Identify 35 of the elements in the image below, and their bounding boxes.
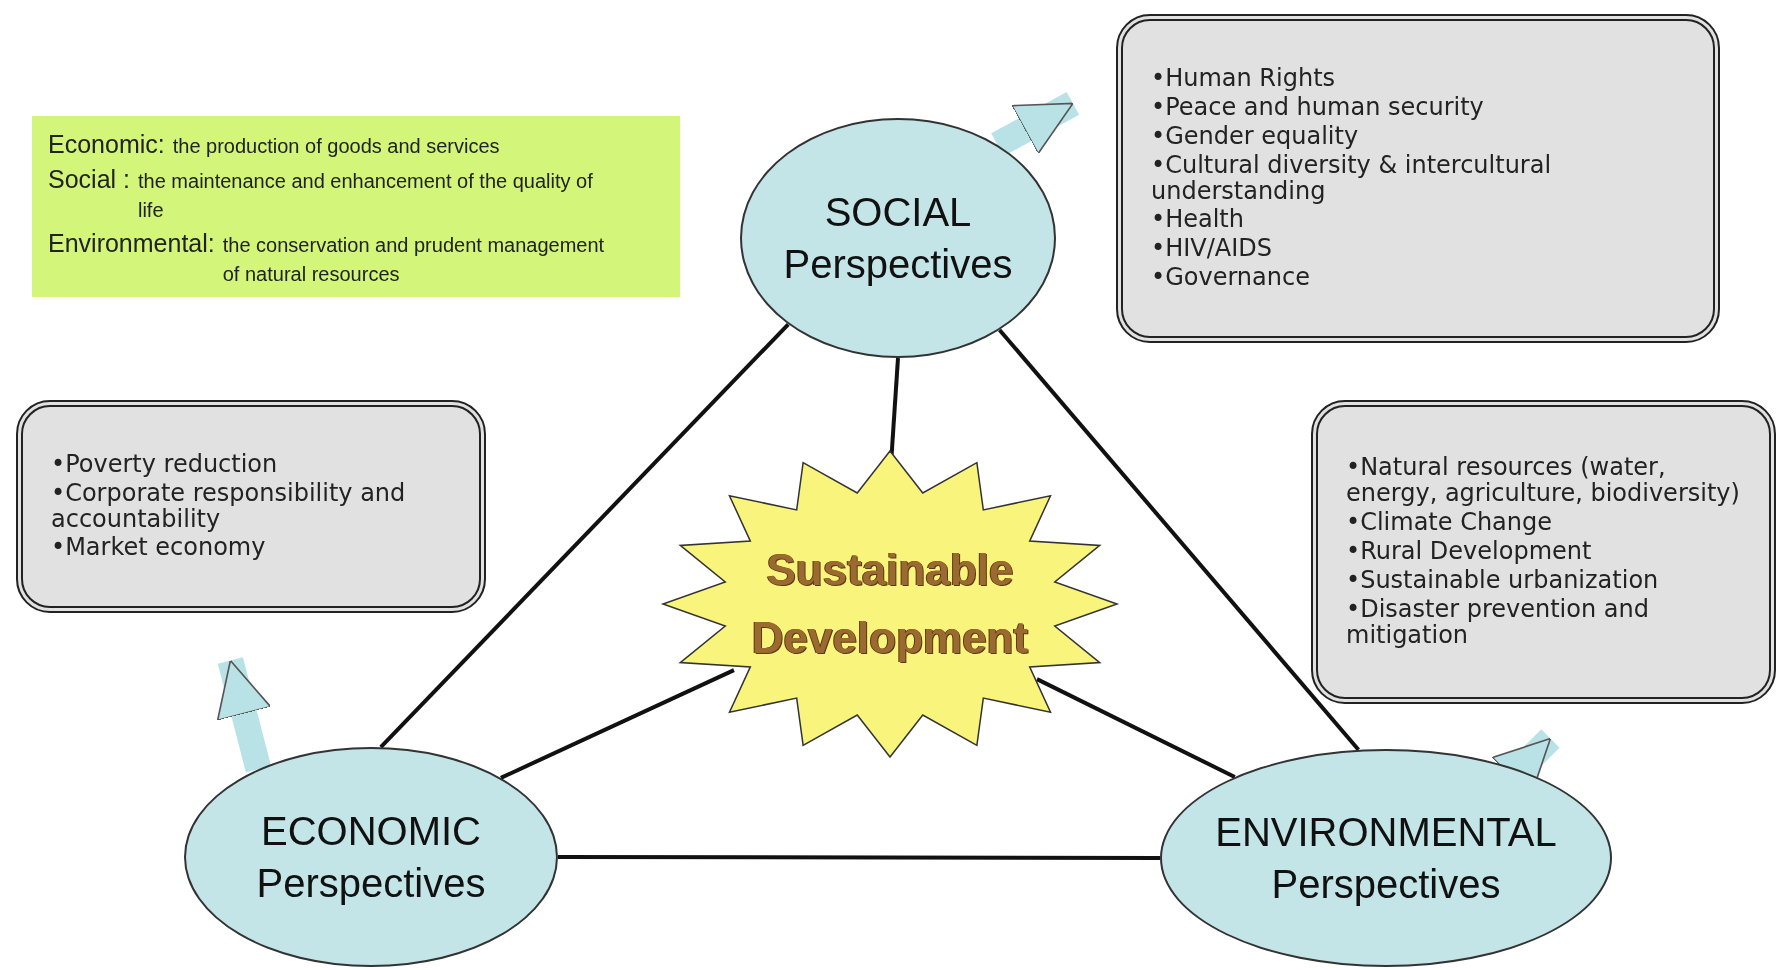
- definition-panel: [32, 116, 680, 297]
- bullet-item: •Gender equality: [1151, 123, 1360, 150]
- bullet-item: •Cultural diversity & intercultural understanding: [1151, 152, 1553, 205]
- connector-line: [1036, 677, 1236, 779]
- bullet-item: •Governance: [1151, 265, 1311, 292]
- bullet-item: •Disaster prevention and mitigation: [1346, 596, 1650, 649]
- connector-line: [998, 328, 1360, 752]
- connector-line: [500, 668, 735, 780]
- term-label: Environmental:: [48, 229, 215, 258]
- bullet-item: •Natural resources (water, energy, agriculture, biodiversity): [1346, 455, 1741, 508]
- bullet-item: •Market economy: [51, 535, 267, 562]
- perspective-label: ECONOMIC Perspectives: [255, 808, 487, 907]
- term-label: Economic:: [48, 130, 165, 159]
- block-arrow: [216, 657, 272, 773]
- perspective-label: ENVIRONMENTAL Perspectives: [1214, 809, 1558, 908]
- topic-list-box: [1116, 14, 1720, 343]
- bullet-item: •Rural Development: [1346, 539, 1593, 565]
- bullet-item: •Human Rights: [1151, 65, 1337, 92]
- connector-line: [379, 322, 790, 749]
- center-title: Sustainable Development: [750, 543, 1030, 664]
- definition-text: the conservation and prudent management of natural resources: [222, 233, 606, 287]
- bullet-item: •Peace and human security: [1151, 94, 1485, 121]
- term-label: Social :: [48, 165, 130, 194]
- bullet-item: •Health: [1151, 207, 1245, 234]
- topic-list-box: [1311, 400, 1776, 704]
- bullet-item: •Poverty reduction: [51, 451, 279, 478]
- bullet-item: •HIV/AIDS: [1151, 236, 1273, 263]
- connector-line: [558, 855, 1160, 860]
- perspective-label: SOCIAL Perspectives: [782, 189, 1014, 288]
- starburst-shape: [660, 448, 1120, 760]
- topic-list-box: [16, 400, 486, 613]
- bullet-item: •Climate Change: [1346, 510, 1554, 537]
- bullet-item: •Corporate responsibility and accountability: [51, 480, 407, 533]
- definition-text: the production of goods and services: [172, 134, 501, 159]
- bullet-item: •Sustainable urbanization: [1346, 567, 1660, 594]
